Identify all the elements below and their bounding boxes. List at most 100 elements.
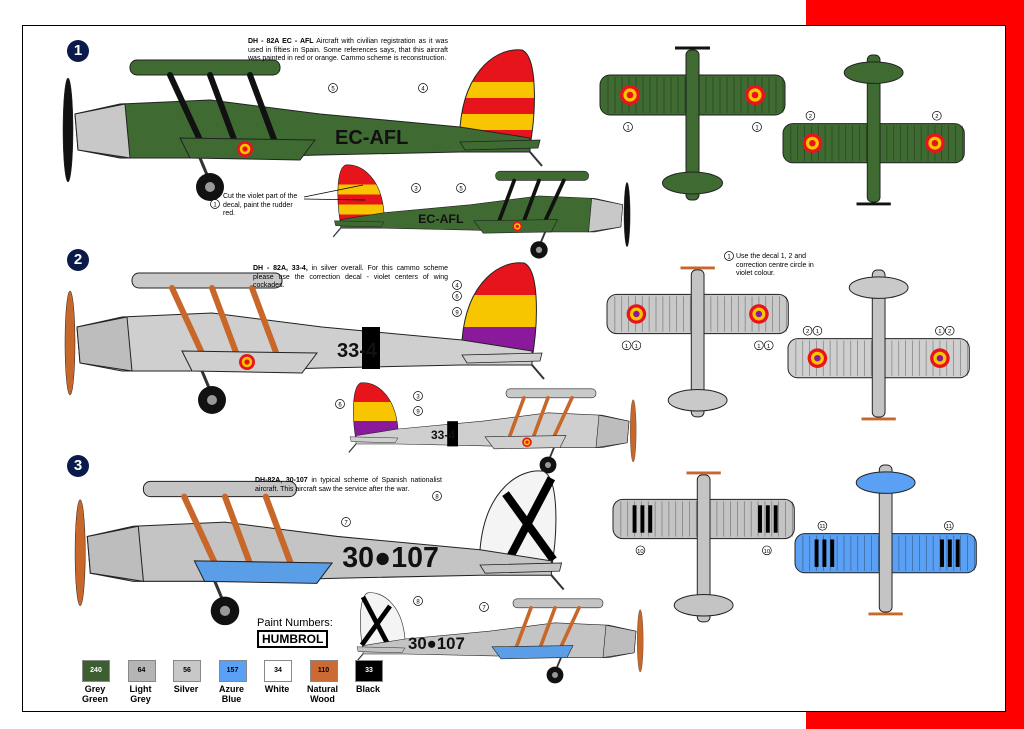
callout-number: 8: [416, 600, 420, 606]
fuselage: [878, 464, 893, 613]
upper-wing: [129, 59, 281, 76]
rudder: [479, 470, 557, 570]
callout-number: 1: [213, 203, 217, 209]
small-side-view-scheme-2: 33-4: [348, 382, 637, 474]
roundel-center: [931, 139, 939, 147]
paint-name-line1: Azure: [218, 684, 244, 694]
engine-cowling: [76, 316, 133, 372]
callout-marker: [623, 122, 633, 132]
callout-marker: [805, 111, 816, 121]
paint-name-line1: Silver: [173, 684, 199, 694]
callout-marker: [328, 83, 338, 93]
paint-name-line1: Black: [355, 684, 381, 694]
tail-skid: [529, 151, 543, 167]
rudder: [461, 262, 537, 360]
propeller: [630, 399, 637, 463]
wheel-hub: [219, 605, 231, 616]
roundel-center: [755, 310, 763, 318]
callout-marker: [763, 340, 774, 351]
wing-strut: [247, 72, 278, 145]
callout-number: 1: [757, 344, 760, 350]
wing-stripe: [814, 539, 819, 567]
callout-number: 1: [635, 344, 638, 350]
callout-marker: [452, 307, 462, 317]
engine-cowling: [602, 624, 637, 658]
tailplane: [479, 562, 563, 574]
callout-number: 2: [935, 114, 938, 120]
wheel-hub: [545, 462, 551, 468]
engine-cowling: [86, 525, 144, 582]
callout-number: 2: [806, 329, 809, 335]
propeller: [64, 290, 76, 396]
callout-number: 6: [338, 403, 342, 409]
tail-skid: [332, 227, 342, 238]
paint-swatch-34: 34: [264, 660, 292, 682]
callout-marker: [944, 521, 954, 531]
wing-strut: [496, 178, 517, 224]
callout-number: 2: [809, 114, 812, 120]
rudder-cross-icon: [502, 476, 557, 563]
tailplane: [459, 139, 541, 151]
paint-name-line1: Light: [129, 684, 152, 694]
callout-number: 2: [948, 329, 951, 335]
propeller: [637, 609, 644, 673]
paint-swatch-240: 240: [82, 660, 110, 682]
callout-number: 5: [331, 87, 335, 93]
paint-swatch-64: 64: [127, 660, 156, 682]
tailplane: [855, 471, 916, 494]
registration-marking: 33-4: [337, 340, 378, 362]
rudder: [337, 164, 385, 225]
rudder-cross-icon: [359, 595, 392, 647]
callout-number: 11: [819, 524, 825, 530]
callout-number: 1: [727, 255, 731, 261]
rudder: [459, 49, 535, 147]
wing-strut: [538, 606, 557, 650]
wing-strut: [559, 606, 581, 649]
callout-number: 10: [764, 549, 771, 555]
wing-stripe: [955, 539, 960, 567]
fuselage: [696, 474, 711, 623]
roundel-center: [242, 146, 248, 152]
tail-skid: [531, 364, 545, 380]
callout-number: 6: [455, 295, 459, 301]
callout-number: 10: [637, 549, 644, 555]
callout-marker: [456, 183, 466, 193]
paint-name-line2: Wood: [310, 694, 335, 704]
callout-marker: [432, 491, 442, 501]
roundel-center: [814, 354, 821, 362]
engine-cowling: [595, 414, 630, 448]
roundel-center: [626, 91, 634, 99]
upper-wing: [505, 388, 597, 399]
tail-skid: [348, 443, 357, 453]
scheme-3-description: in typical scheme of Spanish nationalist…: [255, 477, 443, 493]
callout-number: 1: [626, 126, 630, 132]
callout-number: 1: [938, 329, 941, 335]
callout-marker: [631, 340, 642, 351]
callout-number: 11: [946, 524, 952, 530]
tailplane: [843, 61, 904, 84]
upper-wing: [512, 598, 604, 609]
callout-marker: [411, 183, 421, 193]
wheel-hub: [207, 395, 217, 405]
callout-number: 8: [435, 495, 439, 501]
fuselage-band: [447, 421, 458, 447]
bottom-view-scheme-3: 11 11: [794, 464, 977, 616]
callout-marker: [817, 521, 828, 531]
callout-number: 1: [816, 329, 819, 335]
registration-marking: EC-AFL: [335, 127, 408, 149]
registration-marking: 30●107: [408, 634, 465, 653]
paint-name-line1: Grey: [84, 684, 106, 694]
callout-marker: [752, 122, 762, 132]
callout-marker: [932, 111, 942, 121]
wing-stripe: [940, 539, 944, 567]
paint-swatch-label: Black: [343, 684, 393, 694]
engine-cowling: [588, 198, 624, 233]
roundel-center: [525, 440, 529, 444]
wing-stripe: [640, 505, 645, 533]
roundel-center: [809, 139, 816, 147]
paint-brand: HUMBROL: [257, 630, 329, 648]
roundel-center: [751, 91, 759, 99]
wing-strut: [249, 285, 280, 358]
